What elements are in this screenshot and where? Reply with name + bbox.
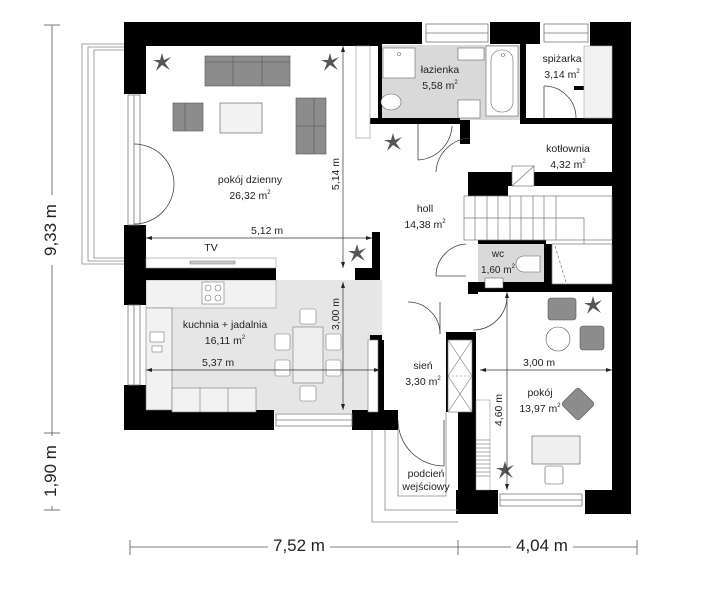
dim-kitchen-height: 3,00 m (330, 297, 342, 331)
room-label-lazienka: łazienka 5,58 m2 (410, 64, 470, 93)
staircase (463, 195, 613, 285)
room-name: kuchnia + jadalnia (182, 319, 268, 331)
room-name: kotłownia (546, 143, 590, 155)
plant-icons (153, 53, 602, 479)
room-furniture (531, 297, 605, 485)
room-name: spiżarka (542, 53, 582, 65)
living-furniture (145, 45, 371, 269)
room-area: 16,11 m2 (204, 335, 246, 347)
room-area: 14,38 m2 (404, 219, 446, 231)
dim-outer-bottom-left: 7,52 m (268, 536, 330, 556)
door-swings (133, 85, 577, 467)
room-name: pokój dzienny (217, 174, 283, 186)
room-label-kotlownia: kotłownia 4,32 m2 (538, 143, 598, 172)
dimension-arrows (146, 46, 612, 490)
bathroom-fixtures (380, 45, 613, 187)
room-name: holl (416, 203, 434, 215)
porch-outline (371, 412, 458, 523)
room-name-line2: wejściowy (402, 481, 450, 493)
room-label-pokoj-dzienny: pokój dzienny 26,32 m2 (210, 174, 290, 203)
dimension-lines (146, 46, 612, 490)
room-area: 3,14 m2 (544, 69, 580, 81)
room-label-sien: sień 3,30 m2 (398, 360, 448, 389)
outdoor-steps (475, 399, 491, 491)
dim-room-width: 3,00 m (523, 357, 556, 369)
room-name: wc (491, 249, 505, 260)
room-area: 5,58 m2 (422, 80, 458, 92)
room-name: łazienka (420, 64, 460, 76)
room-label-kuchnia-jadalnia: kuchnia + jadalnia 16,11 m2 (180, 319, 270, 348)
room-label-holl: holl 14,38 m2 (395, 203, 455, 232)
room-label-pokoj: pokój 13,97 m2 (510, 387, 570, 416)
windows (127, 23, 589, 507)
kitchen-furniture (145, 281, 379, 413)
room-label-wc: wc 1,60 m2 (478, 248, 518, 277)
dim-living-width: 5,12 m (251, 225, 284, 237)
room-name: pokój (527, 387, 553, 399)
dim-outer-left-main: 9,33 m (41, 195, 61, 265)
dim-living-height: 5,14 m (330, 157, 342, 191)
room-label-spizarka: spiżarka 3,14 m2 (532, 53, 592, 82)
dim-kitchen-width: 5,37 m (202, 357, 235, 369)
room-label-podcien: podcień wejściowy (398, 468, 454, 494)
room-name: sień (413, 360, 433, 372)
room-area: 4,32 m2 (550, 159, 586, 171)
tv-label: TV (204, 242, 218, 254)
room-area: 26,32 m2 (229, 190, 271, 202)
dim-room-height: 4,60 m (493, 393, 505, 427)
room-area: 3,30 m2 (405, 376, 441, 388)
room-area: 1,60 m2 (481, 264, 515, 276)
room-name-line1: podcień (407, 468, 445, 480)
wardrobe (447, 339, 473, 413)
terrace-outline (81, 43, 124, 265)
dim-outer-left-bottom: 1,90 m (41, 436, 61, 506)
room-area: 13,97 m2 (519, 403, 561, 415)
wc-fixtures (484, 255, 541, 289)
dim-outer-bottom-right: 4,04 m (511, 536, 573, 556)
